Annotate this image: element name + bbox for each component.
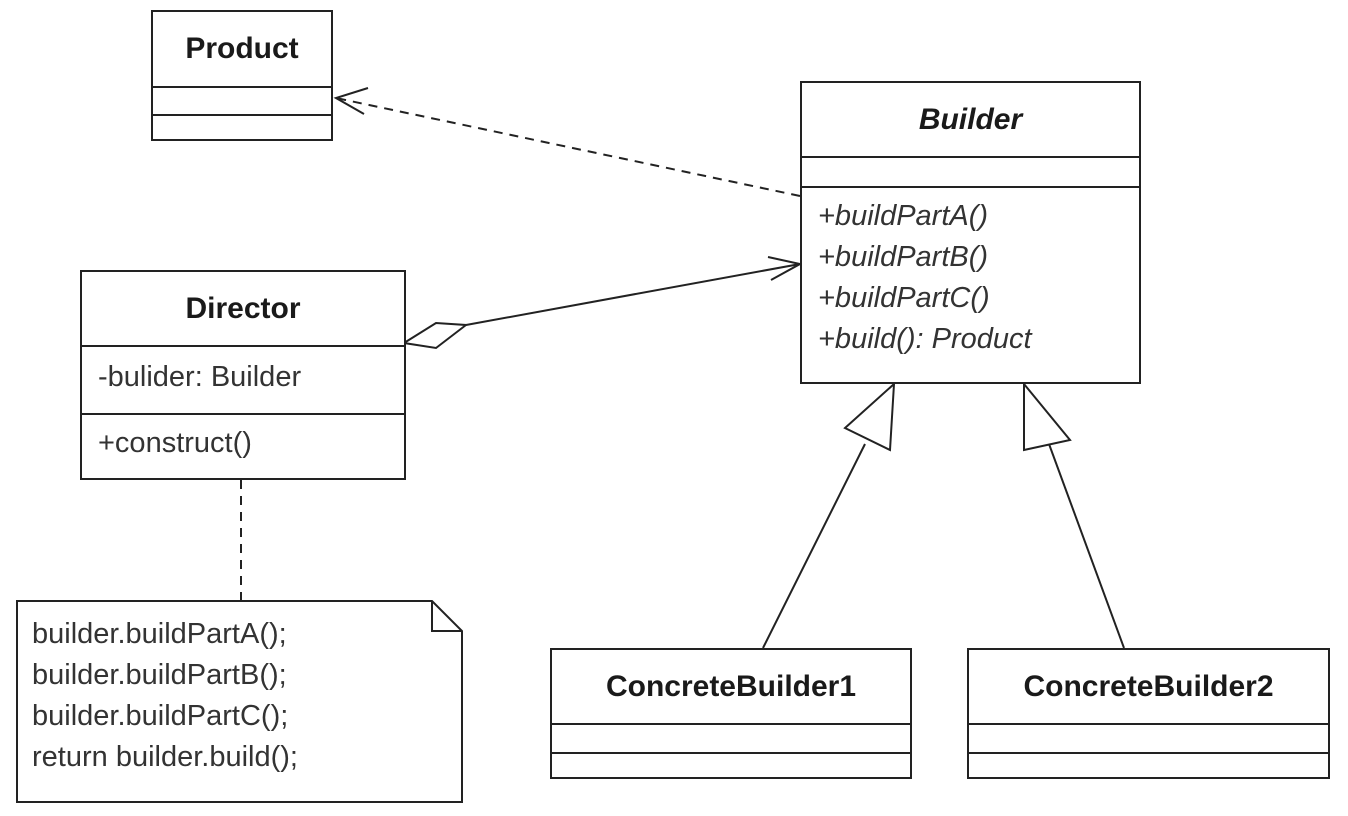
class-name: Director	[82, 272, 404, 347]
note-line: builder.buildPartA();	[32, 618, 287, 650]
methods-section	[552, 754, 910, 777]
class-concrete-builder-2[interactable]: ConcreteBuilder2	[967, 648, 1330, 779]
generalization-line-cb2	[1048, 443, 1125, 649]
note-line: builder.buildPartB();	[32, 659, 287, 691]
note-shape	[16, 600, 463, 803]
class-builder[interactable]: Builder +buildPartA() +buildPartB() +bui…	[800, 81, 1141, 384]
class-concrete-builder-1[interactable]: ConcreteBuilder1	[550, 648, 912, 779]
class-name: ConcreteBuilder1	[552, 650, 910, 725]
methods-section: +buildPartA() +buildPartB() +buildPartC(…	[802, 188, 1139, 360]
attributes-section: -bulider: Builder	[82, 347, 404, 415]
open-arrowhead-product	[333, 87, 369, 115]
generalization-triangle-cb2	[1023, 381, 1072, 452]
class-director[interactable]: Director -bulider: Builder +construct()	[80, 270, 406, 480]
methods-section	[969, 754, 1328, 777]
attributes-section	[153, 88, 331, 116]
attribute: -bulider: Builder	[98, 361, 302, 393]
attributes-section	[802, 158, 1139, 188]
note-fold	[431, 601, 462, 632]
methods-section	[153, 116, 331, 139]
method: +construct()	[98, 427, 252, 459]
class-name: Product	[153, 12, 331, 88]
method: +build(): Product	[818, 323, 1032, 355]
method: +buildPartB()	[818, 241, 989, 273]
aggregation-line-director-builder	[465, 263, 801, 326]
attributes-section	[552, 725, 910, 754]
class-product[interactable]: Product	[151, 10, 333, 141]
dependency-line-builder-product	[335, 97, 801, 197]
method: +buildPartA()	[818, 200, 989, 232]
class-name: Builder	[802, 83, 1139, 158]
attributes-section	[969, 725, 1328, 754]
generalization-line-cb1	[762, 443, 866, 649]
methods-section: +construct()	[82, 415, 404, 464]
aggregation-diamond	[401, 321, 469, 350]
class-name: ConcreteBuilder2	[969, 650, 1328, 725]
note[interactable]: builder.buildPartA(); builder.buildPartB…	[17, 601, 462, 802]
method: +buildPartC()	[818, 282, 990, 314]
note-line: builder.buildPartC();	[32, 700, 289, 732]
note-line: return builder.build();	[32, 741, 298, 773]
generalization-triangle-cb1	[843, 381, 896, 452]
